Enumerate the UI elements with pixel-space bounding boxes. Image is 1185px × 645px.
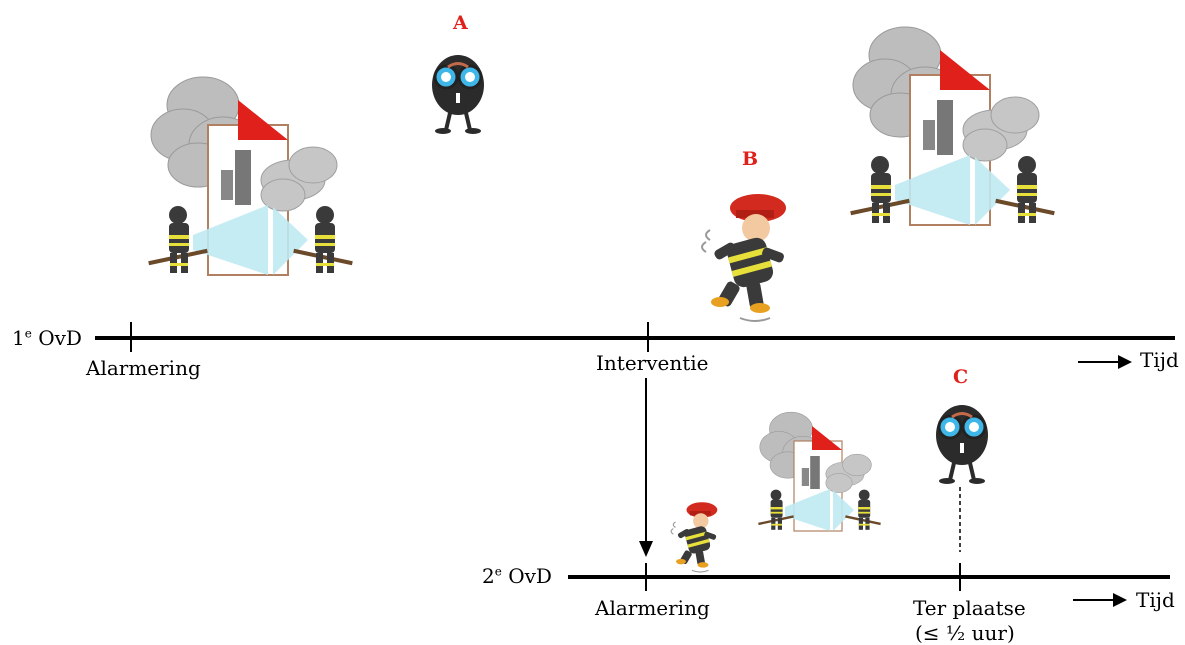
burning-house-icon [147,76,354,276]
arrow-right-icon [1078,355,1132,369]
observer-binoculars-icon [430,53,486,136]
timeline-1-event-interventie: Interventie [596,351,709,375]
row-label-number: 2 [482,564,495,588]
timeline-1-axis-label: Tijd [1140,348,1179,372]
row-label-superscript: e [494,564,502,579]
marker-c: C [953,366,969,388]
timeline-2-event-ter-plaatse: Ter plaatse [913,596,1026,620]
timeline-1-event-alarmering: Alarmering [86,356,201,380]
marker-b: B [742,148,759,170]
timeline-2-event-ter-plaatse-duration: (≤ ½ uur) [915,621,1015,645]
observer-binoculars-icon [934,403,990,486]
row-label-number: 1 [12,326,25,350]
burning-house-icon [757,411,882,532]
burning-house-icon [849,26,1056,226]
timeline-2-axis-label: Tijd [1136,588,1175,612]
timeline-1-row-label: 1e OvD [12,327,82,349]
timeline-2-row-label: 2e OvD [482,565,552,587]
running-firefighter-icon [701,193,787,322]
marker-a: A [453,12,468,34]
row-label-superscript: e [24,326,32,341]
timeline-2-event-alarmering: Alarmering [595,596,710,620]
arrow-right-icon [1073,593,1127,607]
running-firefighter-icon [670,501,718,573]
arrow-down-icon [639,378,653,557]
row-label-text: OvD [38,326,82,350]
row-label-text: OvD [508,564,552,588]
